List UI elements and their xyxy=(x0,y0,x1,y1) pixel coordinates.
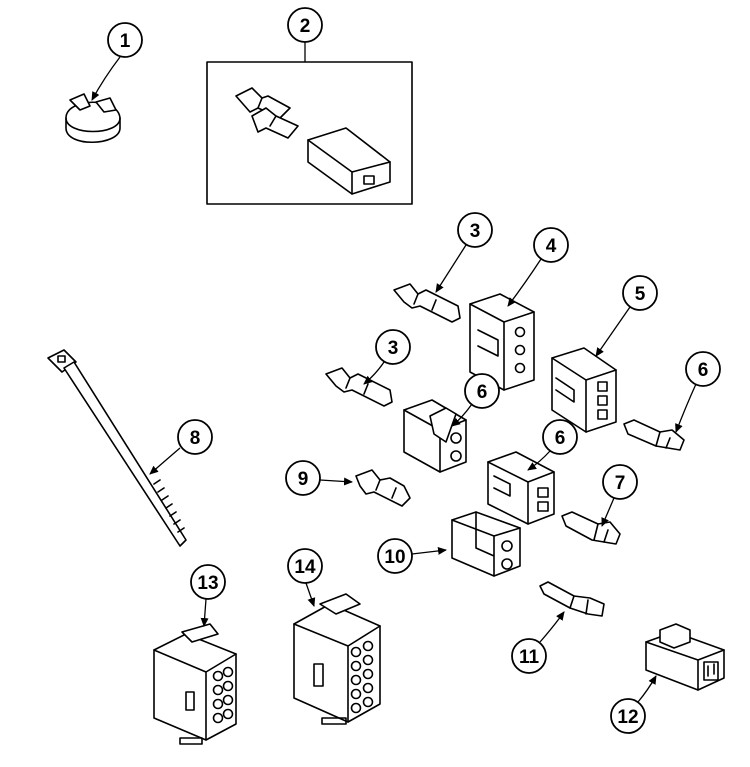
callout-4: 4 xyxy=(507,227,569,307)
callout-10: 9 xyxy=(285,460,353,496)
callout-15: 14 xyxy=(287,548,323,607)
callout-6-lower: 7 xyxy=(601,464,638,527)
part-14-connector-9pin xyxy=(153,623,237,745)
svg-text:1: 1 xyxy=(120,31,131,52)
callout-14: 13 xyxy=(190,564,226,627)
svg-text:2: 2 xyxy=(300,16,311,37)
svg-text:6: 6 xyxy=(555,428,566,449)
svg-text:8: 8 xyxy=(190,428,201,449)
part-5-connector-3pin-latch xyxy=(551,347,617,433)
part-2-terminal-kit xyxy=(206,61,413,205)
svg-text:12: 12 xyxy=(617,707,638,728)
svg-text:3: 3 xyxy=(470,221,481,242)
callout-3-upper: 3 xyxy=(435,212,493,293)
part-15-connector-12pin xyxy=(293,593,381,725)
svg-text:6: 6 xyxy=(698,360,709,381)
part-6-terminal-upper xyxy=(623,419,685,451)
svg-text:7: 7 xyxy=(615,473,626,494)
svg-text:4: 4 xyxy=(546,236,557,257)
part-6-terminal-lower xyxy=(561,511,621,545)
callout-13: 12 xyxy=(610,675,657,734)
part-1-hose-clamp xyxy=(65,93,121,144)
callout-12: 11 xyxy=(511,611,565,674)
svg-text:6: 6 xyxy=(477,382,488,403)
callout-1: 1 xyxy=(91,22,143,101)
svg-text:11: 11 xyxy=(519,647,540,668)
callout-8: 6 xyxy=(527,419,578,471)
svg-text:3: 3 xyxy=(388,338,399,359)
part-11-connector-plug xyxy=(451,511,521,577)
callout-5: 5 xyxy=(595,275,658,357)
part-4-connector-3pin xyxy=(469,293,535,391)
part-3-terminal-upper xyxy=(393,283,461,323)
part-8-connector-2pin xyxy=(487,451,555,525)
callout-11: 10 xyxy=(377,538,447,574)
part-3-terminal-lower xyxy=(325,367,393,407)
callout-3-lower: 3 xyxy=(363,329,411,385)
part-12-pin-terminal xyxy=(539,581,605,617)
svg-text:9: 9 xyxy=(298,469,309,490)
part-13-connector-4pin xyxy=(645,623,725,691)
svg-text:14: 14 xyxy=(294,557,316,578)
part-9-cable-tie xyxy=(47,349,187,547)
svg-text:10: 10 xyxy=(384,547,405,568)
svg-text:5: 5 xyxy=(635,284,646,305)
part-10-terminal xyxy=(355,469,411,507)
callout-9: 8 xyxy=(149,419,213,475)
callout-2: 2 xyxy=(287,7,323,62)
callout-6-upper: 6 xyxy=(675,351,721,433)
svg-text:13: 13 xyxy=(197,573,218,594)
part-7-connector-2pin xyxy=(403,399,467,473)
callout-7: 6 xyxy=(451,373,500,427)
